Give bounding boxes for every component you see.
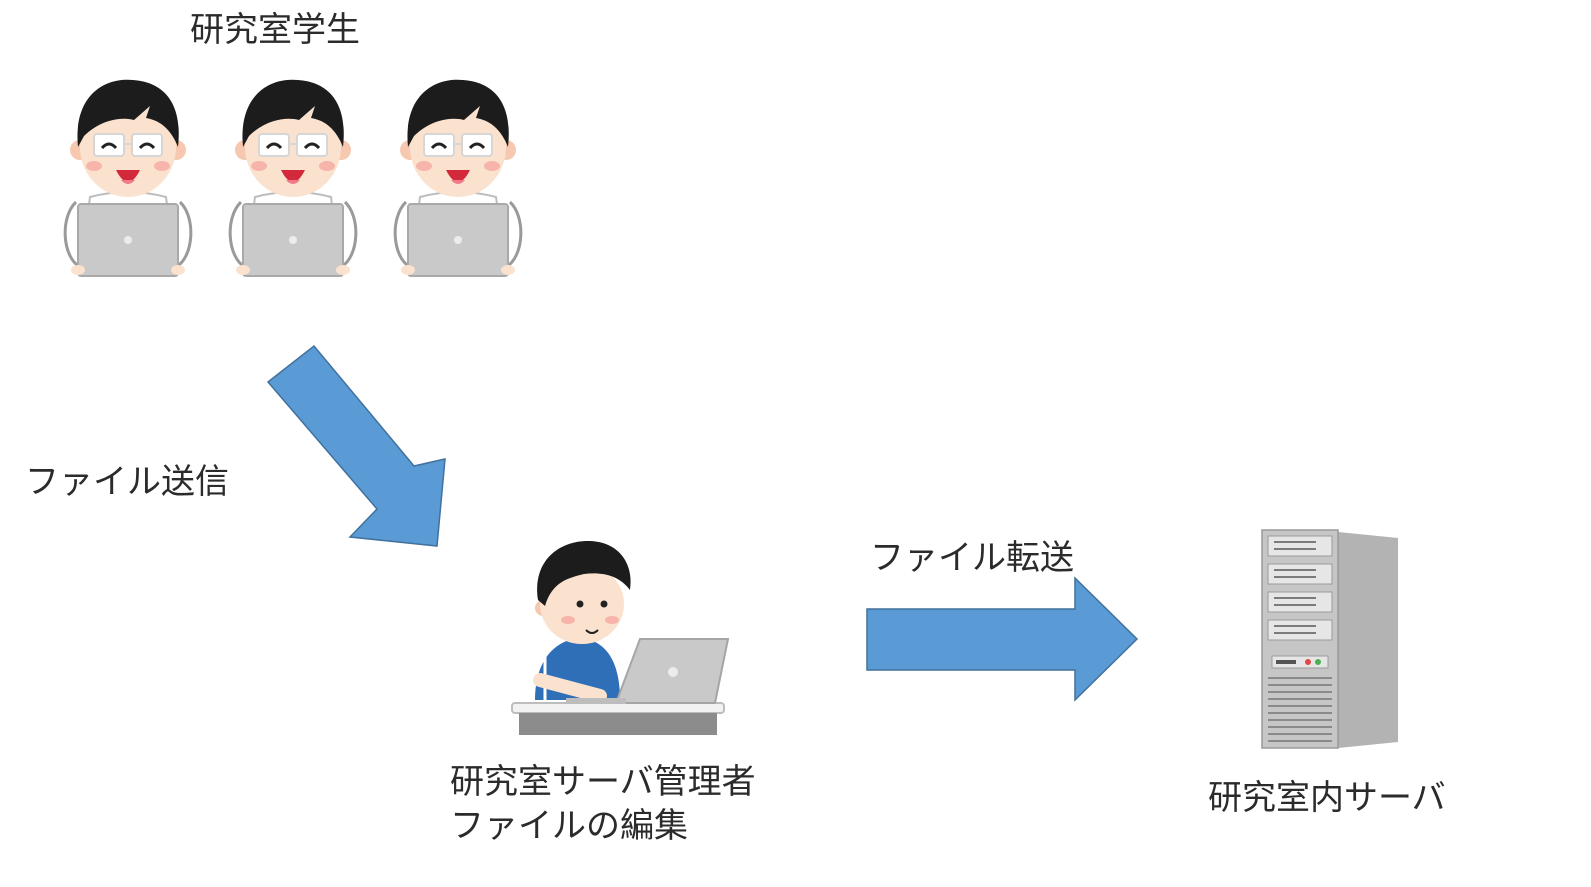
server-label: 研究室内サーバ — [1208, 778, 1446, 818]
admin-label-line2: ファイルの編集 — [450, 806, 688, 846]
arrow-right-icon — [866, 576, 1139, 702]
student-with-laptop-icon — [393, 78, 523, 278]
admin-at-laptop-icon — [511, 540, 730, 735]
file-send-label: ファイル送信 — [25, 462, 229, 502]
admin-label: 研究室サーバ管理者 ファイルの編集 — [450, 760, 756, 848]
file-transfer-label: ファイル転送 — [870, 538, 1074, 578]
tower-server-icon — [1261, 529, 1398, 749]
students-label: 研究室学生 — [190, 10, 360, 50]
admin-label-line1: 研究室サーバ管理者 — [450, 762, 756, 802]
student-with-laptop-icon — [63, 78, 193, 278]
student-with-laptop-icon — [228, 78, 358, 278]
arrow-down-right-icon — [266, 344, 446, 547]
